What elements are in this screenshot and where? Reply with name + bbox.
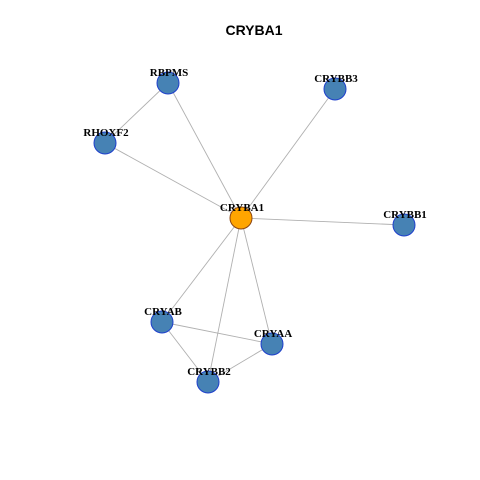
node-crybb1[interactable] [392,213,416,237]
node-cryab[interactable] [150,310,174,334]
edge-rbpms-rhoxf2 [104,82,169,144]
node-crybb2[interactable] [196,370,220,394]
edge-cryba1-rhoxf2 [104,142,242,219]
edge-cryba1-crybb1 [240,217,405,226]
graph-title: CRYBA1 [225,22,282,38]
node-cryba1[interactable] [229,206,253,230]
node-label-cryab: CRYAB [144,306,182,318]
edge-layer [104,82,405,383]
node-label-rbpms: RBPMS [150,67,189,79]
node-rbpms[interactable] [156,71,180,95]
edge-cryab-crybb2 [161,321,209,383]
edge-cryba1-cryaa [240,217,273,345]
node-layer [93,71,416,394]
node-label-crybb1: CRYBB1 [383,209,427,221]
node-label-cryba1: CRYBA1 [220,202,264,214]
node-label-crybb3: CRYBB3 [314,73,358,85]
edge-cryba1-crybb3 [240,88,336,219]
node-cryaa[interactable] [260,332,284,356]
edge-cryba1-rbpms [167,82,242,219]
node-label-crybb2: CRYBB2 [187,366,231,378]
node-rhoxf2[interactable] [93,131,117,155]
node-label-rhoxf2: RHOXF2 [83,127,129,139]
node-crybb3[interactable] [323,77,347,101]
node-label-cryaa: CRYAA [254,328,292,340]
edge-cryba1-crybb2 [207,217,242,383]
edge-cryba1-cryab [161,217,242,323]
edge-cryab-cryaa [161,321,273,345]
edge-cryaa-crybb2 [207,343,273,383]
